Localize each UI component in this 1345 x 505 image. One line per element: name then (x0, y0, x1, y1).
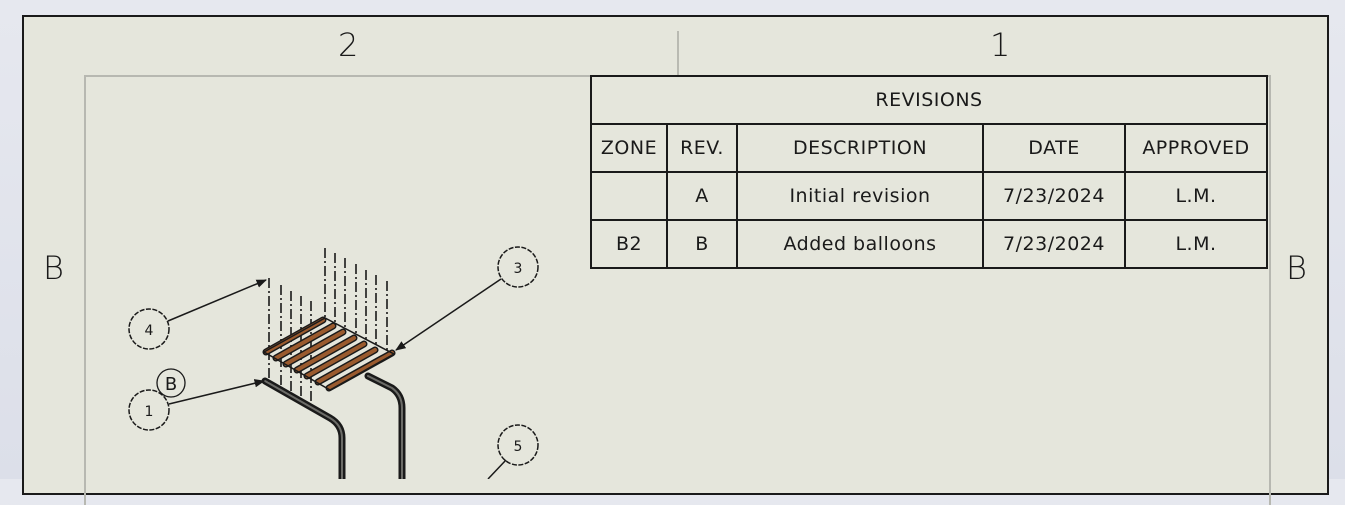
zone-divider (677, 31, 679, 75)
balloon-5[interactable]: 5 (497, 424, 539, 466)
revisions-table[interactable]: REVISIONS ZONE REV. DESCRIPTION DATE APP… (590, 75, 1268, 269)
cell-description: Initial revision (736, 171, 984, 221)
copper-tubes (262, 316, 396, 392)
col-header-description: DESCRIPTION (736, 123, 984, 173)
zone-label-left-b: B (43, 249, 64, 287)
col-header-date: DATE (982, 123, 1126, 173)
center-lines (268, 248, 388, 405)
pipe-assembly (261, 372, 406, 479)
cell-rev: A (666, 171, 738, 221)
cell-rev: B (666, 219, 738, 269)
balloon-5-label: 5 (514, 439, 523, 455)
zone-label-right-b: B (1286, 249, 1307, 287)
revision-symbol-label: B (165, 374, 177, 395)
revision-symbol-b[interactable]: B (156, 368, 186, 398)
balloon-1-label: 1 (145, 404, 154, 420)
cell-zone: B2 (590, 219, 668, 269)
cell-date: 7/23/2024 (982, 219, 1126, 269)
revisions-title: REVISIONS (590, 75, 1268, 125)
balloon-4[interactable]: 4 (128, 308, 170, 350)
cell-zone (590, 171, 668, 221)
balloon-1[interactable]: 1 (128, 389, 170, 431)
leader-lines (167, 278, 507, 479)
drawing-sheet[interactable]: 2 1 B B REVISIONS ZONE REV. DESCRIPTION … (22, 15, 1329, 505)
table-header-row: ZONE REV. DESCRIPTION DATE APPROVED (590, 123, 1268, 173)
col-header-zone: ZONE (590, 123, 668, 173)
col-header-rev: REV. (666, 123, 738, 173)
cell-date: 7/23/2024 (982, 171, 1126, 221)
zone-label-top-1: 1 (990, 26, 1011, 64)
table-row[interactable]: A Initial revision 7/23/2024 L.M. (590, 171, 1268, 221)
balloon-4-label: 4 (145, 323, 154, 339)
zone-label-top-2: 2 (338, 26, 359, 64)
balloon-3[interactable]: 3 (497, 246, 539, 288)
cell-approved: L.M. (1124, 219, 1268, 269)
cell-approved: L.M. (1124, 171, 1268, 221)
table-row[interactable]: B2 B Added balloons 7/23/2024 L.M. (590, 219, 1268, 269)
balloon-3-label: 3 (514, 261, 523, 277)
col-header-approved: APPROVED (1124, 123, 1268, 173)
cell-description: Added balloons (736, 219, 984, 269)
isometric-drawing-view[interactable]: 4 1 3 5 B (0, 0, 1345, 479)
